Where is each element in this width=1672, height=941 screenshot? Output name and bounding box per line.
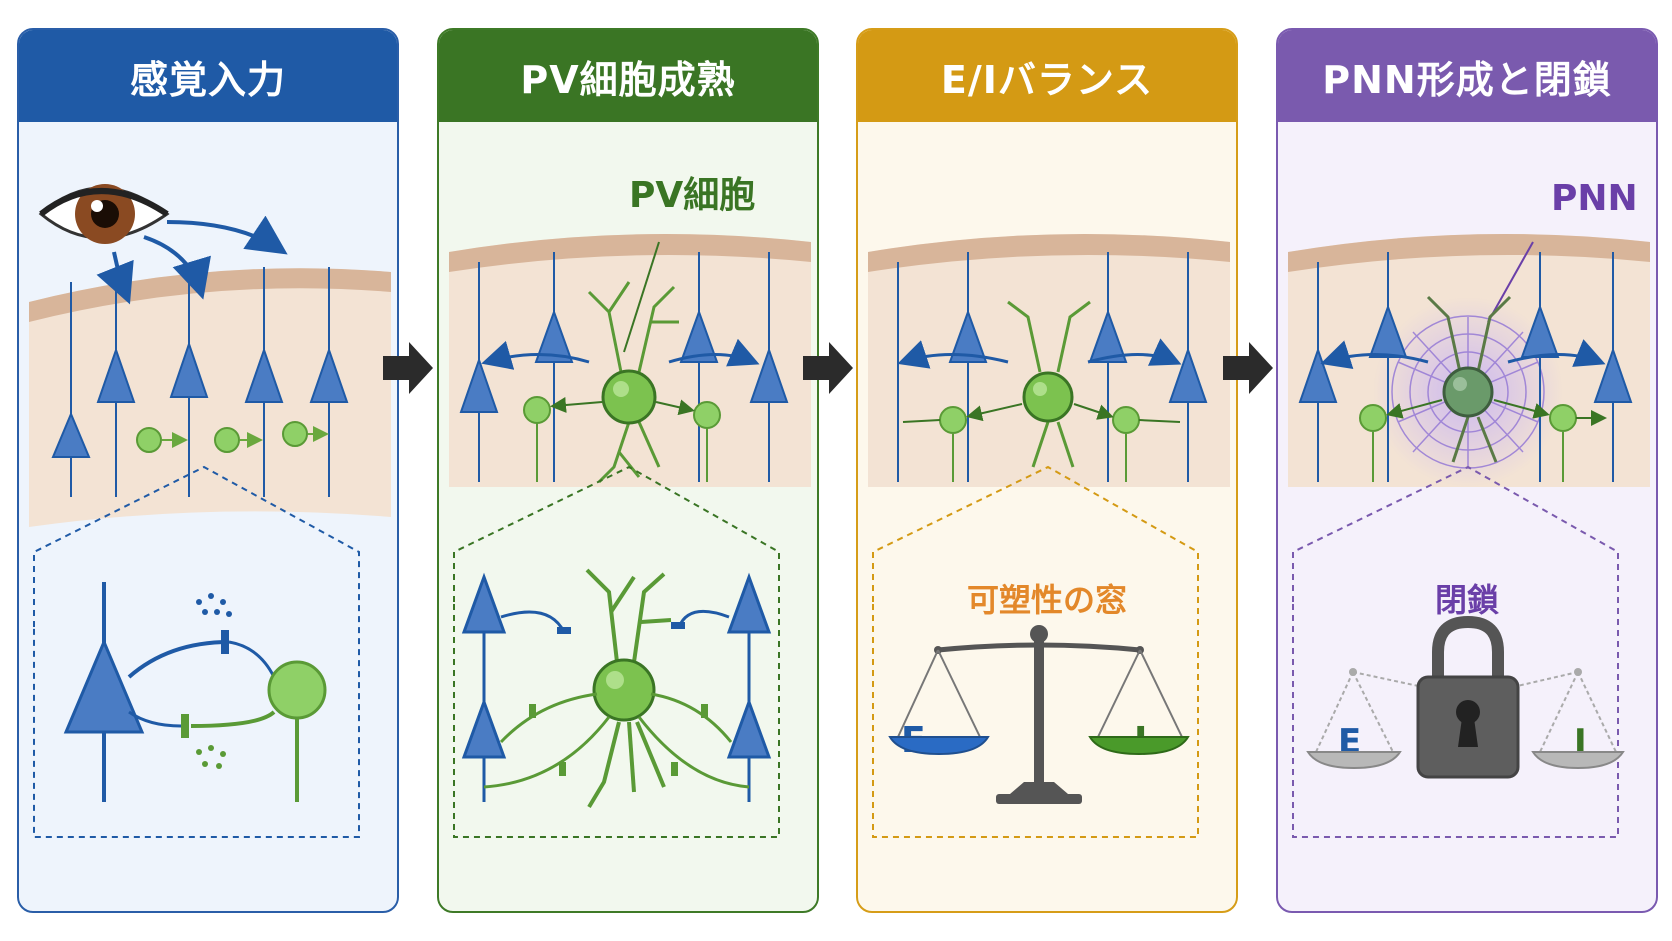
closure-label: 閉鎖: [1434, 581, 1499, 619]
panel-pnn-closure: PNN形成と閉鎖 PNN 閉鎖 E I: [1276, 28, 1658, 913]
pv-cell: [1007, 300, 1091, 468]
pnn-closure-illustration: [1288, 234, 1650, 838]
zoom-inset-frame: [1292, 465, 1619, 838]
panel-title: 感覚入力: [19, 30, 397, 122]
ei-balance-illustration: [868, 234, 1230, 838]
arrow-right-icon: [803, 342, 853, 394]
callout-line: [623, 241, 660, 353]
pv-cell-callout-label: PV細胞: [629, 175, 756, 216]
cortex-tissue: [449, 234, 811, 487]
panel-ei-balance: E/Iバランス 可塑性の窓 E I: [856, 28, 1238, 913]
arrow-right-icon: [1223, 342, 1273, 394]
pnn-callout-label: PNN: [1551, 178, 1638, 219]
pv-cell: [587, 281, 679, 484]
arrow-right-icon: [383, 342, 433, 394]
pv-output-arrows: [902, 403, 1181, 423]
pv-cell: [1426, 295, 1512, 463]
interneurons: [523, 396, 721, 482]
callout-line: [1487, 241, 1534, 323]
panel-title: E/Iバランス: [858, 30, 1236, 122]
lateral-connections: [1320, 339, 1606, 370]
panel-pv-maturation: PV細胞成熟 PV細胞: [437, 28, 819, 913]
pyramidal-neurons: [897, 252, 1208, 482]
pv-synapse-detail: [461, 568, 772, 809]
plasticity-window-label: 可塑性の窓: [966, 581, 1127, 619]
lateral-connections: [897, 338, 1182, 369]
balance-scale-icon: [888, 625, 1190, 804]
cortex-surface: [1288, 234, 1650, 272]
lateral-connections: [481, 338, 760, 370]
zoom-inset-frame: [33, 465, 360, 838]
interneurons: [939, 406, 1140, 482]
pyramidal-neurons: [51, 267, 349, 497]
cortex-tissue: [29, 268, 391, 527]
zoom-inset-frame: [872, 465, 1199, 838]
panel-sensory-input: 感覚入力: [17, 28, 399, 913]
interneurons: [136, 421, 308, 453]
panel-title: PNN形成と閉鎖: [1278, 30, 1656, 122]
padlock-icon: [1416, 615, 1520, 779]
interneuron-arrows: [162, 426, 329, 448]
pv-output-arrows: [1386, 399, 1607, 426]
pyramidal-neurons: [459, 252, 789, 482]
panel-title: PV細胞成熟: [439, 30, 817, 122]
pv-output-arrows: [550, 397, 695, 416]
synapse-detail: [63, 582, 327, 802]
sensory-input-illustration: [29, 184, 391, 838]
sensory-input-arrows: [96, 215, 288, 305]
eye-icon: [38, 184, 170, 244]
cortex-surface: [868, 234, 1230, 272]
zoom-inset-frame: [453, 465, 780, 838]
cortex-surface: [449, 234, 811, 272]
interneurons: [1359, 404, 1577, 482]
pyramidal-neurons: [1298, 252, 1633, 482]
locked-scale: [1306, 668, 1625, 770]
cortex-surface: [29, 268, 391, 322]
pv-maturation-illustration: [449, 234, 811, 838]
